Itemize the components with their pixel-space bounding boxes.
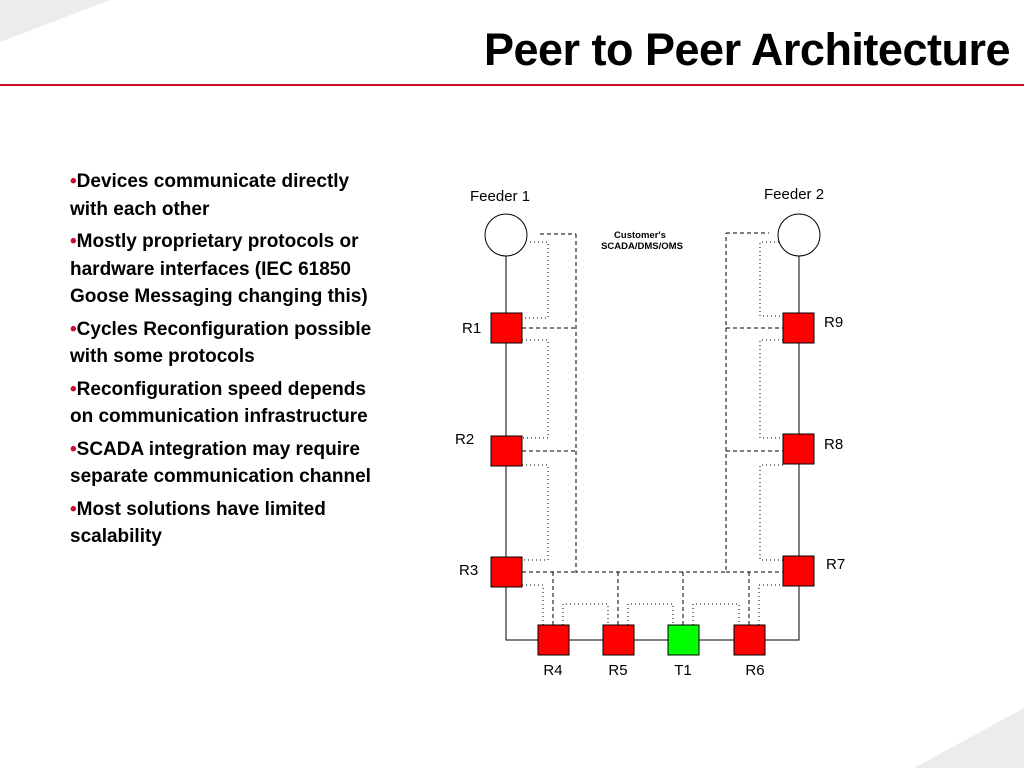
device-r7-label: R7 [826, 556, 845, 573]
bullet-text: Most solutions have limited scalability [70, 498, 326, 548]
corner-decoration-bottom-right [914, 708, 1024, 768]
device-r6-label: R6 [745, 662, 764, 679]
title-divider [0, 84, 1024, 86]
scada-label-line2: SCADA/DMS/OMS [601, 241, 683, 252]
bullet-dot: • [70, 231, 77, 252]
feeder-1-label: Feeder 1 [470, 188, 530, 205]
device-r8-box [782, 433, 815, 465]
feeder-1-circle [484, 213, 528, 257]
device-r3-box [490, 556, 523, 588]
bullet-dot: • [70, 378, 77, 400]
bullet-text: SCADA integration may require separate c… [70, 438, 371, 488]
feeder-2-label: Feeder 2 [764, 186, 824, 203]
bullet-text: Reconfiguration speed depends on communi… [70, 378, 368, 428]
device-r2-box [490, 435, 523, 467]
bullet-item: •Devices communicate directly with each … [70, 168, 385, 223]
comm-links-dotted [522, 241, 783, 625]
bullet-dot: • [70, 171, 77, 192]
device-t1-label: T1 [674, 662, 692, 679]
device-r4-label: R4 [543, 662, 562, 679]
comm-links-dashed [522, 232, 783, 625]
device-t1-box [667, 624, 700, 656]
feeder-2-circle [777, 213, 821, 257]
device-r1-label: R1 [462, 320, 481, 337]
slide-title: Peer to Peer Architecture [483, 24, 1011, 75]
bullet-item: •Reconfiguration speed depends on commun… [70, 376, 385, 431]
bullet-item: •SCADA integration may require separate … [70, 436, 385, 491]
bullet-text: Mostly proprietary protocols or hardware… [70, 231, 368, 307]
device-r7-box [782, 555, 815, 587]
scada-label-line1: Customer's [614, 230, 666, 241]
device-r6-box [733, 624, 766, 656]
bullet-text: Cycles Reconfiguration possible with som… [70, 318, 372, 368]
device-r5-box [602, 624, 635, 656]
bullet-item: •Mostly proprietary protocols or hardwar… [70, 228, 385, 311]
bullet-item: •Cycles Reconfiguration possible with so… [70, 316, 385, 371]
device-r5-label: R5 [608, 662, 627, 679]
bullet-list: •Devices communicate directly with each … [70, 168, 385, 556]
device-r3-label: R3 [459, 562, 478, 579]
corner-decoration-top-left [0, 0, 110, 42]
device-r2-label: R2 [455, 431, 474, 448]
bullet-dot: • [70, 498, 77, 520]
device-r9-label: R9 [824, 314, 843, 331]
bullet-text: Devices communicate directly with each o… [70, 171, 350, 220]
device-r4-box [537, 624, 570, 656]
device-r8-label: R8 [824, 436, 843, 453]
device-r1-box [490, 312, 523, 344]
bullet-dot: • [70, 318, 77, 340]
bullet-dot: • [70, 438, 77, 460]
bullet-item: •Most solutions have limited scalability [70, 496, 385, 551]
power-line [505, 256, 800, 641]
device-r9-box [782, 312, 815, 344]
